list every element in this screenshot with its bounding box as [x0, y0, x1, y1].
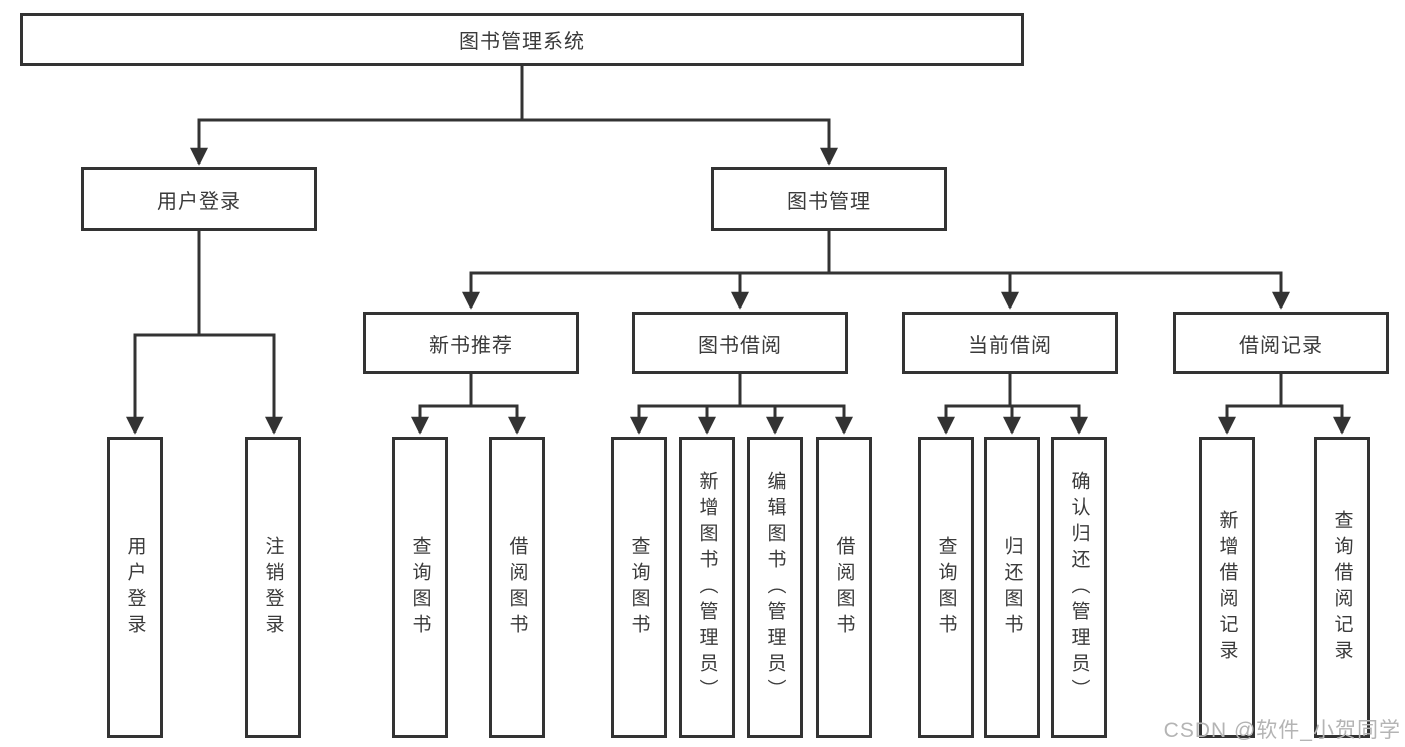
node-current-borrow: 当前借阅 [902, 312, 1118, 374]
node-book-borrow: 图书借阅 [632, 312, 848, 374]
leaf-records-query-record: 查询借阅记录 [1314, 437, 1370, 738]
leaf-user-login: 用户登录 [107, 437, 163, 738]
leaf-logout: 注销登录 [245, 437, 301, 738]
connector-root-to-level1 [197, 65, 831, 122]
leaf-borrow-borrow-books: 借阅图书 [816, 437, 872, 738]
connector-borrow-records-children [1225, 372, 1344, 408]
leaf-borrow-add-books-admin: 新增图书（管理员） [679, 437, 735, 738]
connector-new-book-children [418, 372, 519, 408]
leaf-newbook-borrow-books: 借阅图书 [489, 437, 545, 738]
connector-current-borrow-children [944, 372, 1081, 408]
leaf-current-query-books: 查询图书 [918, 437, 974, 738]
leaf-current-return-books: 归还图书 [984, 437, 1040, 738]
node-library-system: 图书管理系统 [20, 13, 1024, 66]
leaf-records-add-record: 新增借阅记录 [1199, 437, 1255, 738]
leaf-current-confirm-return-admin: 确认归还（管理员） [1051, 437, 1107, 738]
watermark-text: CSDN @软件_小贺同学 [1163, 719, 1401, 742]
leaf-newbook-query-books: 查询图书 [392, 437, 448, 738]
connector-book-management-children [469, 229, 1283, 275]
leaf-borrow-edit-books-admin: 编辑图书（管理员） [747, 437, 803, 738]
connector-book-borrow-children [637, 372, 846, 408]
node-user-login: 用户登录 [81, 167, 317, 231]
connector-user-login-children [133, 229, 276, 337]
node-borrow-records: 借阅记录 [1173, 312, 1389, 374]
leaf-borrow-query-books: 查询图书 [611, 437, 667, 738]
node-new-book-recommend: 新书推荐 [363, 312, 579, 374]
node-book-management: 图书管理 [711, 167, 947, 231]
